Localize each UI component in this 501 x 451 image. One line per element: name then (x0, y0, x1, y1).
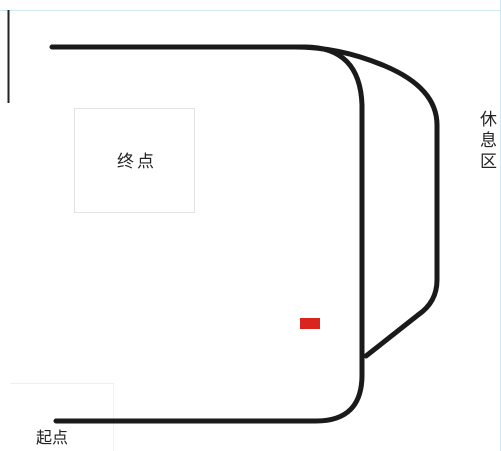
finish-area-box (74, 108, 195, 213)
rest-area-label-char-2: 息 (480, 131, 497, 151)
rest-area-label-char-3: 区 (480, 152, 497, 172)
finish-label: 终点 (117, 152, 157, 172)
rest-area-loop (292, 44, 440, 359)
red-marker (300, 318, 320, 329)
main-track (49, 44, 365, 424)
rest-area-label-char-1: 休 (480, 110, 497, 130)
start-label: 起点 (36, 428, 68, 447)
start-area-box (10, 383, 114, 451)
